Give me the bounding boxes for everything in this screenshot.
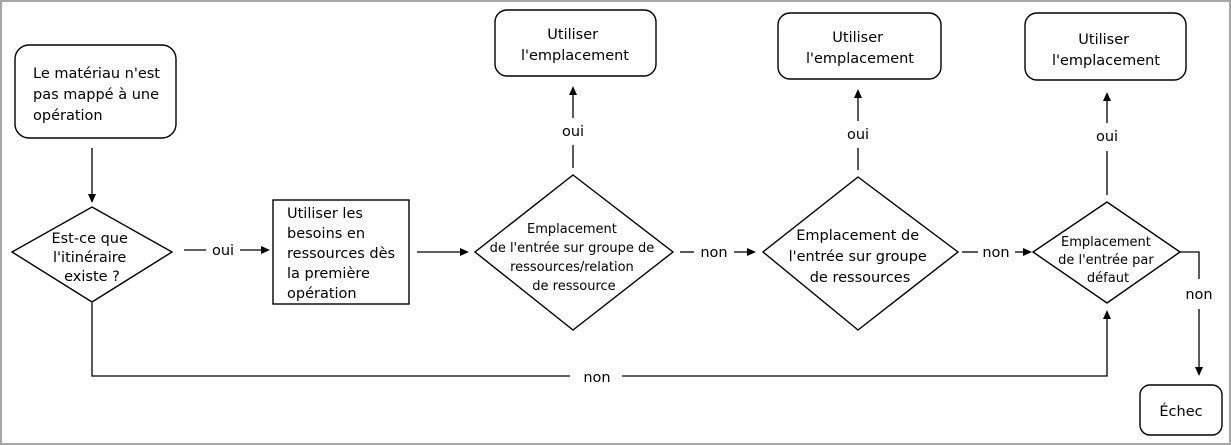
decision-default-text: Emplacement de l'entrée par défaut (1058, 235, 1158, 286)
decision-group (761, 176, 960, 331)
use-location-node-2 (777, 12, 942, 80)
use-location-2-text: Utiliser l'emplacement (806, 30, 914, 67)
use-location-node-3 (1024, 12, 1187, 81)
edge-label-default-yes: oui (1096, 129, 1118, 145)
failure-text: Échec (1159, 403, 1202, 420)
arrowhead (460, 248, 469, 256)
arrowhead (88, 194, 96, 203)
decision-default (1031, 201, 1182, 304)
edge-default-no-a (1180, 251, 1200, 279)
arrowhead (854, 89, 862, 98)
decision-group-relation (473, 174, 675, 331)
use-location-3-text: Utiliser l'emplacement (1052, 32, 1160, 69)
arrowhead (261, 246, 270, 254)
failure-node (1139, 384, 1223, 436)
edge-label-group-relation-yes: oui (562, 124, 584, 140)
arrowhead (1195, 367, 1203, 376)
decision-group-relation-text: Emplacement de l'entrée sur groupe de re… (490, 222, 659, 294)
edge-routing-no-b (622, 318, 1108, 377)
arrowhead (1103, 92, 1111, 101)
start-node-text: Le matériau n'est pas mappé à une opérat… (33, 66, 165, 124)
edge-routing-no-a (91, 303, 570, 377)
edge-label-group-no: non (982, 245, 1009, 261)
use-location-1-text: Utiliser l'emplacement (521, 27, 629, 64)
start-node (14, 44, 177, 139)
decision-routing-text: Est-ce que l'itinéraire existe ? (51, 231, 132, 285)
edge-label-group-yes: oui (847, 127, 869, 143)
decision-routing (10, 206, 174, 303)
arrowhead (569, 86, 577, 95)
edge-label-routing-no: non (583, 370, 610, 386)
edge-label-routing-yes: oui (212, 243, 234, 259)
use-location-node-1 (494, 9, 657, 77)
use-first-operation-text: Utiliser les besoins en ressources dès l… (287, 206, 400, 302)
edge-label-default-no: non (1185, 287, 1212, 303)
arrowhead (1103, 310, 1111, 319)
edge-label-group-relation-no: non (700, 245, 727, 261)
arrowhead (1023, 248, 1032, 256)
arrowhead (747, 248, 756, 256)
decision-group-text: Emplacement de l'entrée sur groupe de re… (789, 228, 932, 286)
use-first-operation-node (272, 199, 410, 305)
